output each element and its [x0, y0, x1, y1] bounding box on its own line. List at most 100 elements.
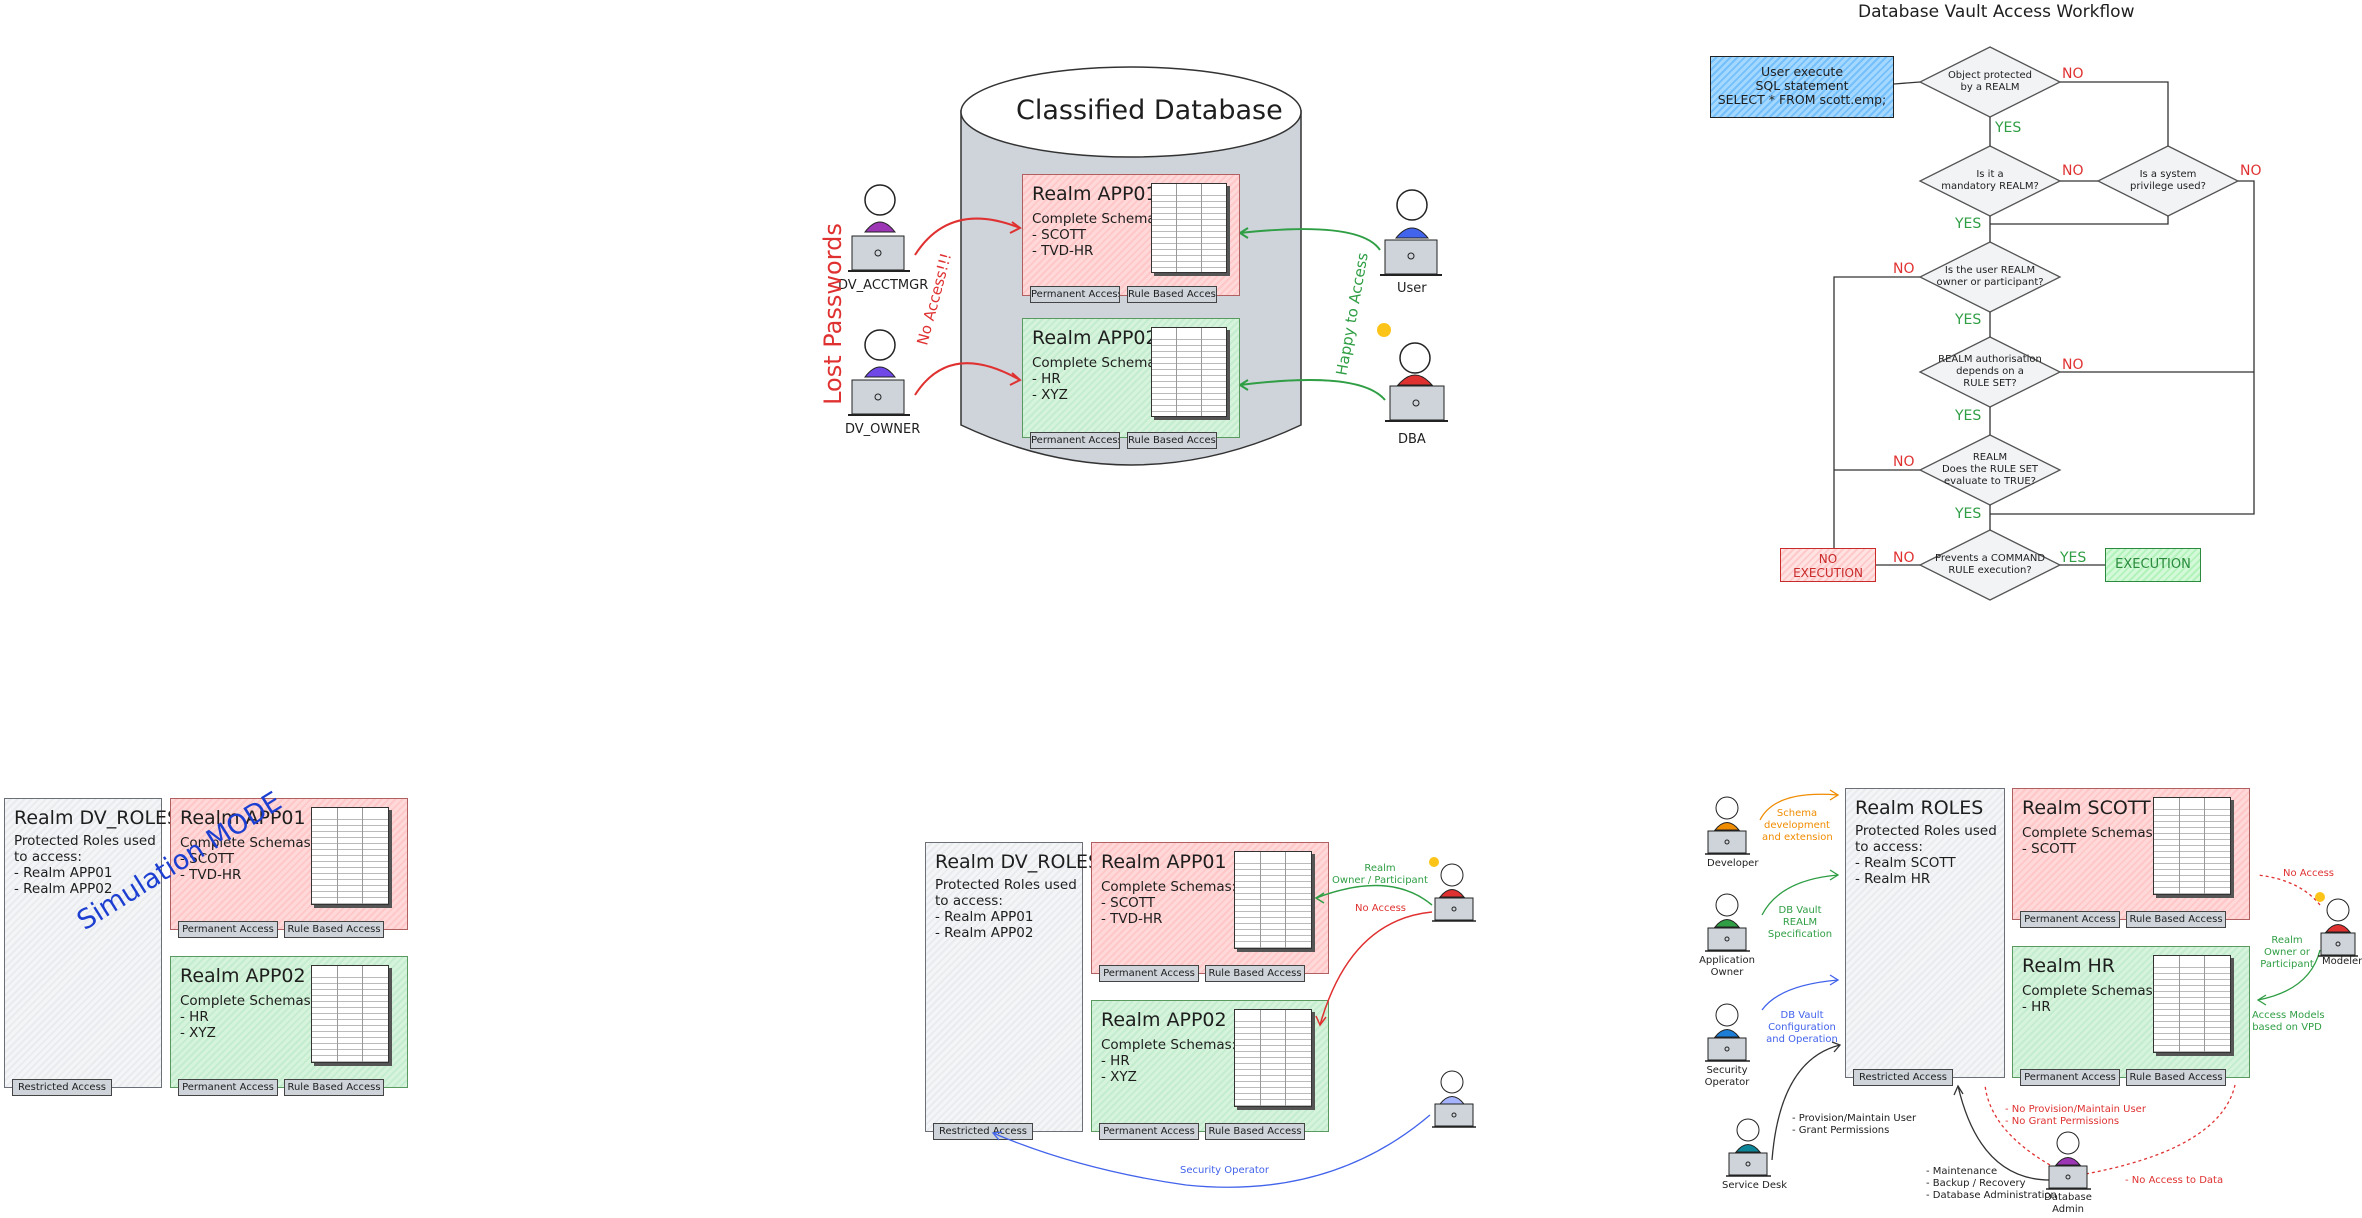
permanent-access-button[interactable]: Permanent Access [1030, 432, 1120, 449]
diamond-7 [1918, 529, 2062, 601]
sun-icon [1429, 857, 1439, 867]
realm-owner-label: Realm Owner / Participant [1332, 863, 1428, 886]
realm-body: Complete Schemas: - SCOTT - TVD-HR [1101, 879, 1237, 927]
realm-body: Protected Roles used to access: - Realm … [935, 877, 1077, 941]
yes-label: YES [1955, 506, 1982, 522]
rule-based-access-button[interactable]: Rule Based Access [1205, 965, 1305, 982]
no-provision-label: - No Provision/Maintain User - No Grant … [2005, 1104, 2146, 1127]
realm-body: Complete Schemas: - SCOTT [2022, 825, 2158, 857]
dv-acctmgr-person-icon [848, 184, 910, 272]
realm-body: Complete Schemas: - SCOTT - TVD-HR [180, 835, 316, 883]
modeler-label: Modeler [2322, 956, 2362, 967]
table-sheet-icon [1234, 1009, 1312, 1107]
dv-acctmgr-label: DV_ACCTMGR [838, 278, 929, 293]
sun-icon [1377, 323, 1391, 337]
db-title: Classified Database [1016, 95, 1283, 126]
realm-app01: Realm APP01 Complete Schemas: - SCOTT - … [170, 798, 408, 930]
workflow-title: Database Vault Access Workflow [1858, 2, 2135, 22]
rule-based-access-button[interactable]: Rule Based Access [2126, 1069, 2226, 1086]
realm-body: Complete Schemas: - SCOTT - TVD-HR [1032, 211, 1168, 259]
restricted-access-button[interactable]: Restricted Access [933, 1123, 1033, 1140]
realm-title: Realm APP02 [1032, 327, 1158, 349]
security-operator-label: Security Operator [1180, 1165, 1270, 1176]
table-sheet-icon [311, 965, 389, 1063]
service-desk-label: Service Desk [1722, 1180, 1787, 1191]
rule-based-access-button[interactable]: Rule Based Access [1127, 432, 1217, 449]
application-owner-person-icon [1705, 893, 1750, 952]
decision-3-text: Is a system privilege used? [2130, 169, 2206, 192]
maintenance-label: - Maintenance - Backup / Recovery - Data… [1926, 1166, 2057, 1201]
no-data-access-label: - No Access to Data [2125, 1175, 2224, 1186]
realm-title: Realm HR [2022, 955, 2115, 977]
arrow-acctmgr [914, 217, 1021, 256]
decision-1-text: Object protected by a REALM [1947, 70, 2033, 93]
permanent-access-button[interactable]: Permanent Access [178, 921, 278, 938]
no-execution-text: NO EXECUTION [1793, 552, 1863, 580]
realm-title: Realm ROLES [1855, 797, 1984, 819]
permanent-access-button[interactable]: Permanent Access [2020, 1069, 2120, 1086]
arrow-owner [914, 362, 1021, 396]
provision-label: - Provision/Maintain User - Grant Permis… [1792, 1113, 1917, 1136]
rule-based-access-button[interactable]: Rule Based Access [1205, 1123, 1305, 1140]
restricted-access-button[interactable]: Restricted Access [1853, 1069, 1953, 1086]
table-sheet-icon [1151, 183, 1227, 273]
realm-dv-roles: Realm DV_ROLES Protected Roles used to a… [925, 842, 1100, 1132]
realm-title: Realm APP01 [1101, 851, 1227, 873]
permanent-access-button[interactable]: Permanent Access [1099, 1123, 1199, 1140]
rule-based-access-button[interactable]: Rule Based Access [1127, 286, 1217, 303]
permanent-access-button[interactable]: Permanent Access [1099, 965, 1199, 982]
arrow-user [1239, 228, 1381, 251]
permanent-access-button[interactable]: Permanent Access [1030, 286, 1120, 303]
user-person-icon [1380, 189, 1442, 276]
decision-7-text: Prevents a COMMAND RULE execution? [1934, 553, 2046, 576]
realm-body: Protected Roles used to access: - Realm … [14, 833, 156, 897]
realm-scott: Realm SCOTT Complete Schemas: - SCOTT [2012, 788, 2250, 920]
permanent-access-button[interactable]: Permanent Access [2020, 911, 2120, 928]
yes-label: YES [1955, 312, 1982, 328]
modeler-person-icon [2315, 892, 2358, 957]
realm-title: Realm SCOTT [2022, 797, 2151, 819]
no-label: NO [1893, 261, 1915, 277]
realm-body: Protected Roles used to access: - Realm … [1855, 823, 1997, 887]
realm-hr: Realm HR Complete Schemas: - HR [2012, 946, 2250, 1078]
table-sheet-icon [2153, 955, 2231, 1053]
no-label: NO [2240, 163, 2262, 179]
realm-owner-label: Realm Owner or Participant [2260, 935, 2314, 970]
decision-4-text: Is the user REALM owner or participant? [1936, 265, 2044, 288]
realm-dv-roles: Realm DV_ROLES Protected Roles used to a… [4, 798, 179, 1088]
realm-body: Complete Schemas: - HR - XYZ [1101, 1037, 1237, 1085]
realm-title: Realm DV_ROLES [935, 851, 1101, 873]
table-sheet-icon [1151, 327, 1227, 417]
rule-based-access-button[interactable]: Rule Based Access [284, 1079, 384, 1096]
no-label: NO [1893, 454, 1915, 470]
security-operator-label: Security Operator [1704, 1065, 1750, 1088]
start-text: User execute SQL statement SELECT * FROM… [1717, 64, 1887, 107]
realm-title: Realm APP02 [1101, 1009, 1227, 1031]
schema-development-label: Schema development and extension [1762, 808, 1833, 843]
dv-owner-label: DV_OWNER [845, 422, 921, 437]
dbv-realm-spec-label: DB Vault REALM Specification [1767, 905, 1833, 940]
dba-label: DBA [1398, 432, 1426, 447]
restricted-access-button[interactable]: Restricted Access [12, 1079, 112, 1096]
no-access-label: No Access [2283, 868, 2335, 879]
yes-label: YES [1955, 216, 1982, 232]
access-models-label: Access Models based on VPD [2252, 1010, 2325, 1033]
developer-label: Developer [1707, 858, 1759, 869]
decision-6-text: REALM Does the RULE SET evaluate to TRUE… [1941, 452, 2039, 487]
realm-roles: Realm ROLES Protected Roles used to acce… [1845, 788, 2005, 1078]
realm-body: Complete Schemas: - HR [2022, 983, 2158, 1015]
no-access-label: No Access [1355, 903, 1407, 914]
dba-person-icon [1377, 323, 1448, 422]
permanent-access-button[interactable]: Permanent Access [178, 1079, 278, 1096]
no-label: NO [1893, 550, 1915, 566]
rule-based-access-button[interactable]: Rule Based Access [284, 921, 384, 938]
database-admin-person-icon [2046, 1131, 2091, 1190]
yes-label: YES [1995, 120, 2022, 136]
realm-title: Realm APP02 [180, 965, 306, 987]
dbv-config-label: DB Vault Configuration and Operation [1766, 1010, 1838, 1045]
rule-based-access-button[interactable]: Rule Based Access [2126, 911, 2226, 928]
application-owner-label: Application Owner [1699, 955, 1755, 978]
dv-owner-person-icon [848, 329, 910, 416]
